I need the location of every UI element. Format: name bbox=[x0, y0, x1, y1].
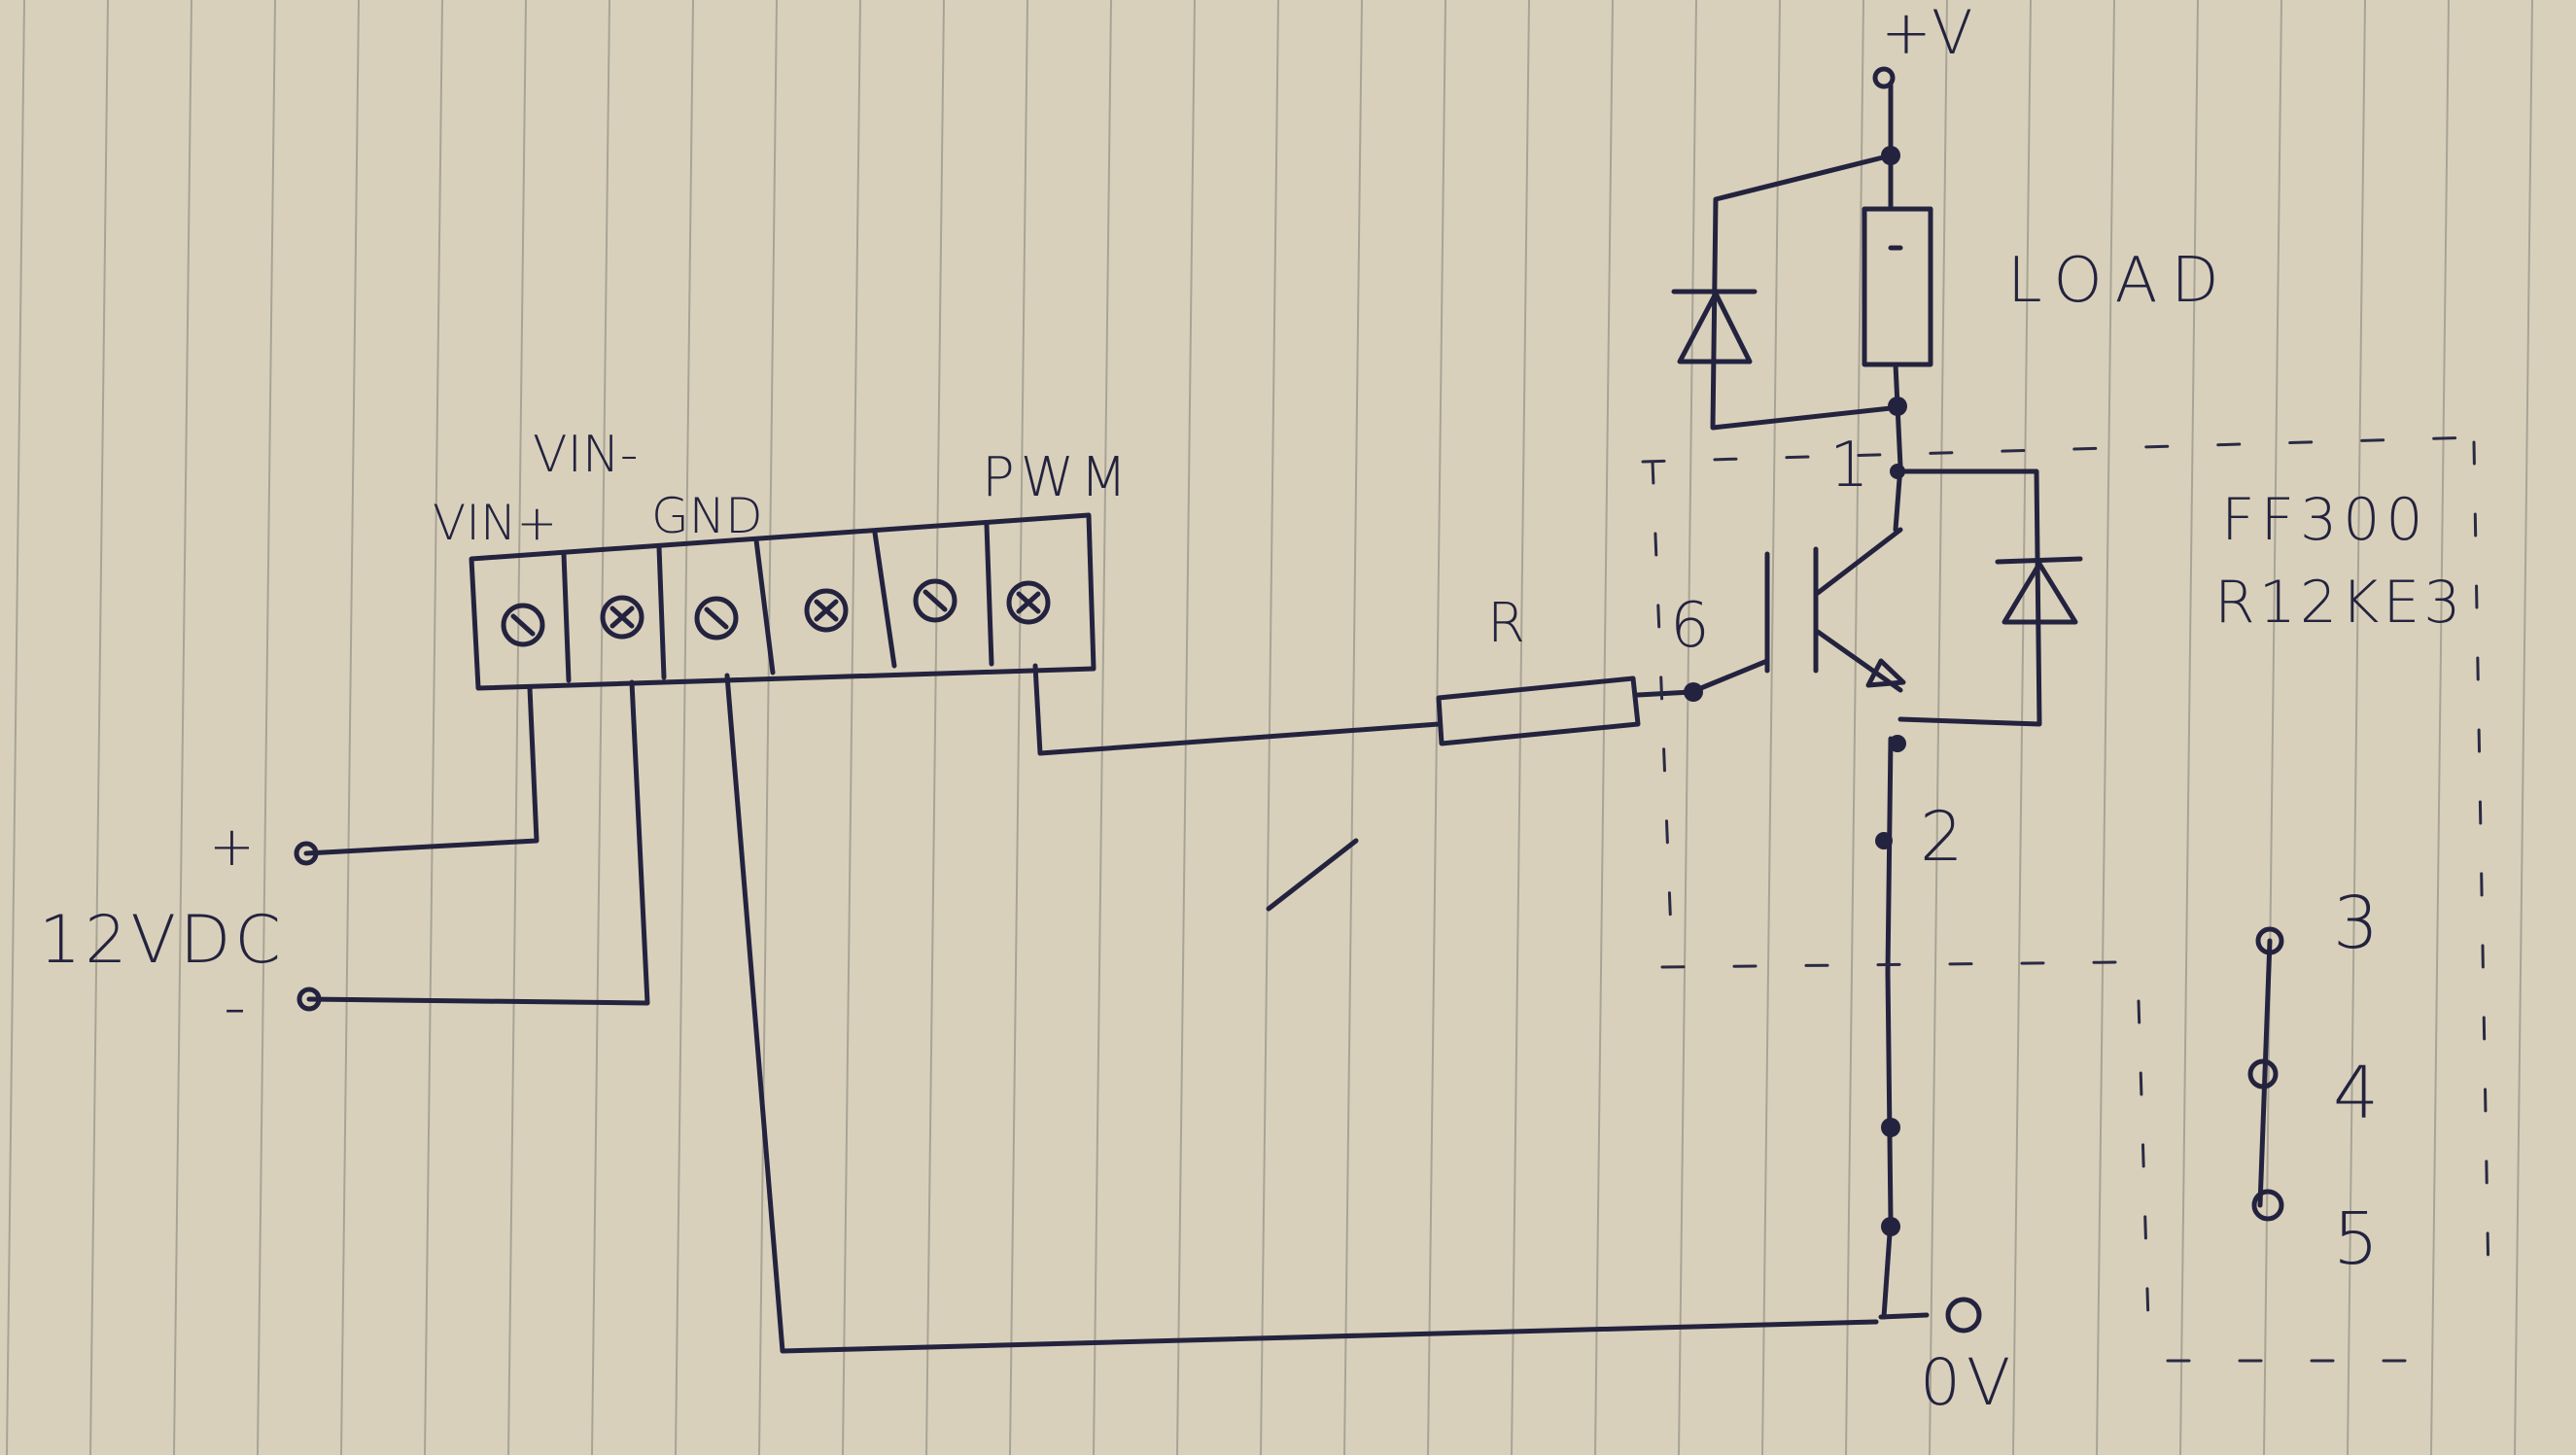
pin-3-label: 3 bbox=[2333, 882, 2379, 965]
ruling-line bbox=[2347, 0, 2366, 1455]
ruling-line bbox=[675, 0, 694, 1455]
screw-terminal-2 bbox=[600, 595, 644, 640]
ruling-line bbox=[1929, 0, 1948, 1455]
dc-plus-label: + bbox=[209, 815, 255, 879]
dc-source-label: 12VDC bbox=[39, 902, 285, 979]
ruling-line bbox=[257, 0, 276, 1455]
wire-pwm bbox=[1032, 663, 1442, 756]
screw-terminal-6 bbox=[1006, 580, 1051, 625]
ground-label: 0V bbox=[1920, 1345, 2016, 1420]
pin-1-label: 1 bbox=[1829, 430, 1869, 502]
ruling-line bbox=[1845, 0, 1864, 1455]
screw-terminal-5 bbox=[913, 578, 957, 623]
ruling-line bbox=[507, 0, 527, 1455]
ruling-line bbox=[89, 0, 109, 1455]
notebook-ruling bbox=[6, 0, 2533, 1455]
wire-vin-plus bbox=[303, 685, 540, 856]
wire-emitter-to-ground bbox=[1881, 736, 1894, 1320]
igbt-transistor bbox=[1764, 464, 1906, 693]
ruling-line bbox=[2263, 0, 2282, 1455]
part-number-line1: FF300 bbox=[2221, 486, 2429, 554]
ruling-line bbox=[2012, 0, 2032, 1455]
screw-terminal-4 bbox=[804, 588, 849, 633]
terminal-block bbox=[469, 512, 1097, 691]
ruling-line bbox=[1009, 0, 1028, 1455]
ruling-line bbox=[842, 0, 861, 1455]
pin-6-label: 6 bbox=[1670, 590, 1710, 662]
gnd-label: GND bbox=[651, 488, 763, 544]
igbt-diode bbox=[1897, 468, 2083, 727]
gate-resistor bbox=[1436, 676, 1703, 746]
screw-terminal-3 bbox=[694, 596, 739, 641]
ruling-line bbox=[340, 0, 360, 1455]
dc-minus-label: - bbox=[224, 972, 246, 1044]
vin-minus-label: VIN- bbox=[533, 426, 639, 484]
resistor-label: R bbox=[1487, 592, 1525, 655]
wire-gnd bbox=[724, 673, 1879, 1354]
ruling-line bbox=[1678, 0, 1697, 1455]
pins-3-4-5 bbox=[2247, 926, 2284, 1222]
screw-terminal-1 bbox=[501, 603, 545, 647]
ruling-line bbox=[1427, 0, 1446, 1455]
ruling-line bbox=[1511, 0, 1530, 1455]
ruling-line bbox=[1176, 0, 1196, 1455]
ruling-line bbox=[925, 0, 945, 1455]
part-number-line2: R12KE3 bbox=[2214, 569, 2464, 637]
ruling-line bbox=[1260, 0, 1279, 1455]
ruling-line bbox=[1761, 0, 1781, 1455]
ruling-line bbox=[2430, 0, 2450, 1455]
wire-vin-minus bbox=[306, 679, 650, 1006]
ruling-line bbox=[1093, 0, 1112, 1455]
load-diode bbox=[1671, 153, 1894, 431]
ruling-line bbox=[173, 0, 192, 1455]
ruling-line bbox=[6, 0, 25, 1455]
vin-plus-label: VIN+ bbox=[433, 495, 557, 551]
pin-5-label: 5 bbox=[2333, 1197, 2379, 1281]
module-outline bbox=[1641, 435, 2490, 1363]
ruling-line bbox=[2096, 0, 2115, 1455]
pin-2-label: 2 bbox=[1920, 797, 1964, 877]
ruling-line bbox=[758, 0, 778, 1455]
pwm-label: PWM bbox=[982, 446, 1132, 509]
ruling-line bbox=[424, 0, 443, 1455]
load-resistor bbox=[1862, 206, 1933, 416]
pin-4-label: 4 bbox=[2333, 1052, 2379, 1135]
supply-label: +V bbox=[1881, 0, 1972, 68]
ruling-line bbox=[591, 0, 610, 1455]
module-pins bbox=[1875, 735, 1982, 1334]
load-label: LOAD bbox=[2007, 245, 2233, 317]
ruling-line bbox=[1343, 0, 1363, 1455]
wire-ground-to-terminal bbox=[1878, 1312, 1930, 1320]
ruling-line bbox=[2179, 0, 2199, 1455]
stray-pen-mark bbox=[1266, 838, 1359, 912]
dc-source-terminals bbox=[294, 841, 322, 1012]
ruling-line bbox=[2514, 0, 2533, 1455]
